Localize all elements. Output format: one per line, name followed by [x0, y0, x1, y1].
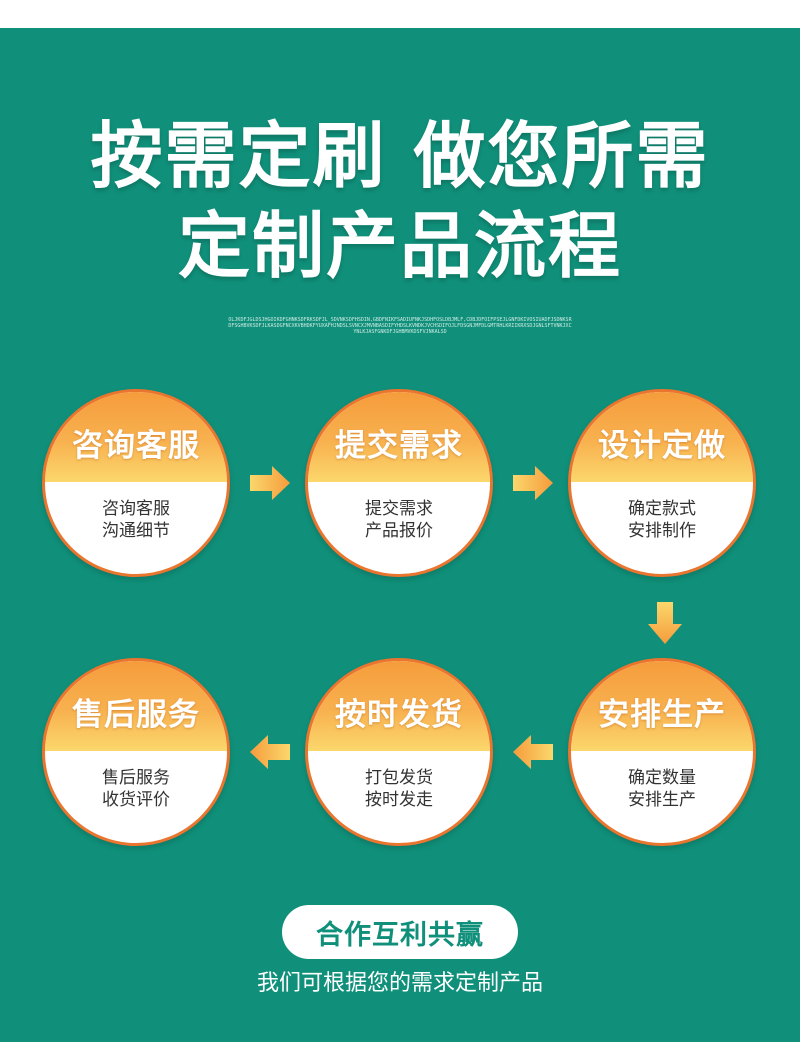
step-desc-line1: 确定款式	[628, 499, 696, 519]
step-body: 咨询客服 沟通细节	[45, 482, 227, 574]
step-body: 确定款式 安排制作	[571, 482, 753, 574]
step-consult-customer-service: 咨询客服 咨询客服 沟通细节	[42, 389, 230, 577]
step-header: 设计定做	[571, 392, 753, 482]
step-title: 设计定做	[598, 427, 726, 464]
arrow-icon	[648, 602, 682, 644]
step-header: 提交需求	[308, 392, 490, 482]
arrow-icon	[513, 466, 553, 500]
page-title-line1: 按需定刷 做您所需	[90, 114, 710, 198]
step-design-custom: 设计定做 确定款式 安排制作	[568, 389, 756, 577]
step-body: 确定数量 安排生产	[571, 751, 753, 843]
step-desc-line2: 沟通细节	[102, 521, 170, 541]
step-desc-line2: 按时发走	[365, 790, 433, 810]
step-desc-line2: 安排生产	[628, 790, 696, 810]
step-desc-line1: 确定数量	[628, 768, 696, 788]
step-desc-line1: 咨询客服	[102, 499, 170, 519]
step-title: 咨询客服	[72, 427, 200, 464]
step-title: 安排生产	[598, 696, 726, 733]
step-desc-line2: 产品报价	[365, 521, 433, 541]
badge-label: 合作互利共赢	[316, 919, 484, 951]
step-submit-requirements: 提交需求 提交需求 产品报价	[305, 389, 493, 577]
step-body: 售后服务 收货评价	[45, 751, 227, 843]
step-header: 咨询客服	[45, 392, 227, 482]
decorative-fine-print: OLJKDFJGLDSJHGOIKDFGHNKSDFRKSDFJL_SDVNKS…	[228, 317, 572, 335]
step-title: 提交需求	[335, 427, 463, 464]
arrow-icon	[250, 466, 290, 500]
step-desc-line1: 打包发货	[365, 768, 433, 788]
step-header: 按时发货	[308, 661, 490, 751]
arrow-icon	[513, 735, 553, 769]
cooperation-badge: 合作互利共赢	[282, 905, 518, 959]
step-body: 打包发货 按时发走	[308, 751, 490, 843]
step-title: 按时发货	[335, 696, 463, 733]
step-header: 售后服务	[45, 661, 227, 751]
step-title: 售后服务	[72, 696, 200, 733]
step-ship-on-time: 按时发货 打包发货 按时发走	[305, 658, 493, 846]
step-desc-line2: 收货评价	[102, 790, 170, 810]
step-header: 安排生产	[571, 661, 753, 751]
step-desc-line1: 提交需求	[365, 499, 433, 519]
step-desc-line1: 售后服务	[102, 768, 170, 788]
step-arrange-production: 安排生产 确定数量 安排生产	[568, 658, 756, 846]
step-after-sales-service: 售后服务 售后服务 收货评价	[42, 658, 230, 846]
step-body: 提交需求 产品报价	[308, 482, 490, 574]
step-desc-line2: 安排制作	[628, 521, 696, 541]
page-title-line2: 定制产品流程	[177, 204, 622, 288]
tagline: 我们可根据您的需求定制产品	[256, 971, 543, 996]
arrow-icon	[250, 735, 290, 769]
